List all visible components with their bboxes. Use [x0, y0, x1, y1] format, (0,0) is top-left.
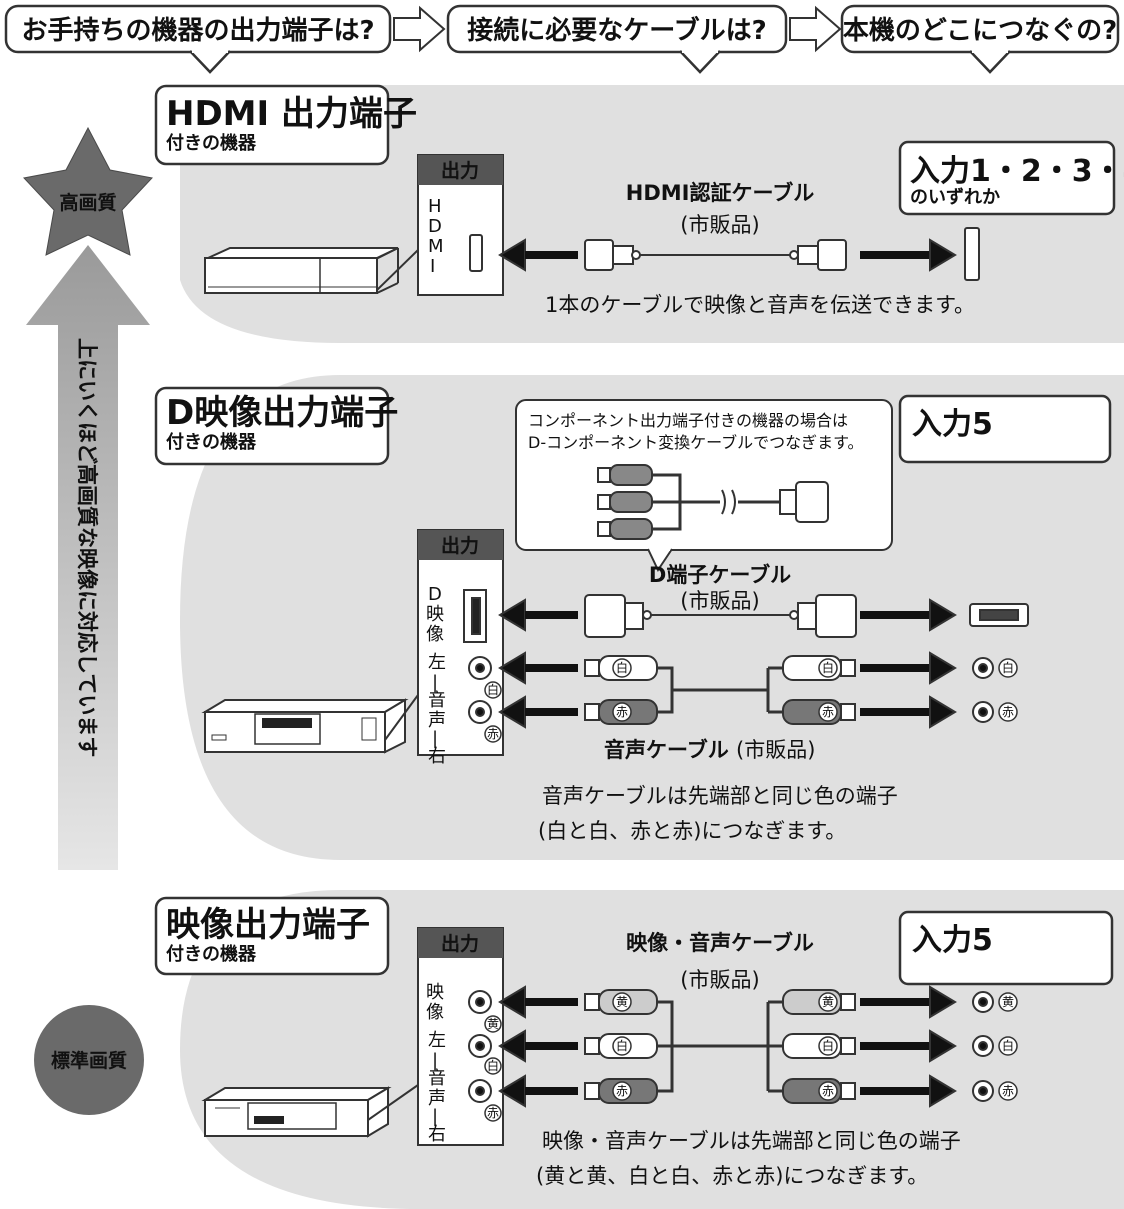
d-note-line2: (白と白、赤と赤)につなぎます。 — [538, 819, 846, 843]
component-cable-icon — [597, 464, 829, 540]
hdmi-port-icon — [469, 234, 483, 272]
av-note-line2: (黄と黄、白と白、赤と赤)につなぎます。 — [536, 1164, 928, 1188]
mark-yellow: 黄 — [616, 995, 628, 1009]
audio-cable-label: 音声ケーブル — [604, 738, 729, 762]
mark-white: 白 — [616, 660, 628, 675]
d-title: D映像出力端子 — [166, 393, 398, 433]
mark-red: 赤 — [487, 727, 499, 741]
step1-text: お手持ちの機器の出力端子は? — [21, 16, 374, 46]
hdmi-input-main: 入力1・2・3・4 — [910, 154, 1124, 189]
d-subtitle: 付きの機器 — [166, 431, 257, 453]
step3-text: 本機のどこにつなぐの? — [843, 16, 1117, 46]
mark-yellow: 黄 — [1002, 995, 1014, 1009]
d-color-marks: 白 赤 白 赤 白 赤 白 赤 — [484, 658, 1018, 743]
av-port-video-label: 映像 — [426, 982, 444, 1023]
hdmi-cable-label: HDMI認証ケーブル — [626, 181, 814, 205]
hdmi-source-device — [204, 247, 399, 294]
component-callout: コンポーネント出力端子付きの機器の場合は D-コンポーネント変換ケーブルでつなぎ… — [515, 399, 893, 573]
standard-quality-label: 標準画質 — [51, 1049, 127, 1072]
audio-cable-note: (市販品) — [736, 738, 815, 762]
mark-red: 赤 — [616, 705, 628, 719]
hdmi-input-port-icon — [964, 227, 980, 281]
high-quality-label: 高画質 — [59, 191, 116, 214]
hdmi-input-sub: のいずれか — [910, 187, 1000, 208]
mark-white: 白 — [822, 1038, 834, 1053]
hdmi-out-tag: 出力 — [441, 159, 479, 182]
mark-yellow: 黄 — [822, 995, 834, 1009]
hdmi-cable-note: (市販品) — [680, 213, 759, 237]
d-out-tag: 出力 — [441, 534, 479, 557]
mark-white: 白 — [616, 1038, 628, 1053]
step2-text: 接続に必要なケーブルは? — [467, 15, 767, 46]
step2-bubble: 接続に必要なケーブルは? — [446, 4, 788, 74]
mark-yellow: 黄 — [487, 1017, 499, 1031]
mark-white: 白 — [1002, 660, 1014, 675]
av-input-label: 入力5 — [912, 923, 993, 958]
av-note-line1: 映像・音声ケーブルは先端部と同じ色の端子 — [542, 1129, 961, 1153]
hdmi-note: 1本のケーブルで映像と音声を伝送できます。 — [545, 293, 975, 317]
mark-red: 赤 — [1002, 1084, 1014, 1098]
callout-line1: コンポーネント出力端子付きの機器の場合は — [528, 411, 848, 430]
av-port-audio-label: 左|音声|右 — [428, 1030, 446, 1145]
d-note-line1: 音声ケーブルは先端部と同じ色の端子 — [542, 784, 898, 808]
d-cable-icon — [498, 594, 1029, 638]
av-source-device — [201, 1086, 392, 1138]
hdmi-subtitle: 付きの機器 — [166, 132, 257, 154]
d-port-icon — [463, 589, 487, 643]
d-audio-cable-icon — [498, 651, 994, 729]
step3-bubble: 本機のどこにつなぐの? — [840, 4, 1120, 74]
av-subtitle: 付きの機器 — [166, 943, 257, 965]
d-cable-note: (市販品) — [680, 589, 759, 613]
quality-up-arrow — [26, 245, 150, 870]
mark-white: 白 — [487, 682, 499, 697]
star-badge-icon — [23, 126, 153, 256]
av-out-tag: 出力 — [441, 932, 479, 955]
mark-red: 赤 — [822, 1084, 834, 1098]
d-cable-label: D端子ケーブル — [649, 563, 791, 587]
chevron-arrow-icon — [393, 5, 446, 53]
av-color-marks: 黄 白 赤 黄 白 赤 黄 白 赤 黄 白 赤 — [484, 992, 1018, 1122]
av-title: 映像出力端子 — [166, 905, 370, 945]
d-source-device — [201, 698, 409, 754]
callout-line2: D-コンポーネント変換ケーブルでつなぎます。 — [528, 433, 864, 452]
hdmi-cable-icon — [498, 238, 957, 272]
mark-white: 白 — [1002, 1038, 1014, 1053]
d-port-audio-label: 左|音声|右 — [428, 652, 446, 767]
rca-port-icon — [468, 990, 492, 1103]
mark-red: 赤 — [1002, 705, 1014, 719]
mark-white: 白 — [822, 660, 834, 675]
d-input-label: 入力5 — [912, 407, 993, 442]
step1-bubble: お手持ちの機器の出力端子は? — [4, 4, 392, 74]
quality-arrow-text: 上にいくほど高画質な映像に対応しています — [75, 338, 99, 757]
mark-red: 赤 — [487, 1106, 499, 1120]
av-cable-note: (市販品) — [680, 968, 759, 992]
mark-white: 白 — [487, 1058, 499, 1073]
standard-badge-icon — [34, 1005, 144, 1115]
hdmi-title: HDMI 出力端子 — [166, 94, 417, 134]
av-cable-label: 映像・音声ケーブル — [626, 931, 814, 955]
chevron-arrow-icon — [789, 5, 842, 53]
rca-port-icon — [468, 656, 492, 724]
mark-red: 赤 — [616, 1084, 628, 1098]
hdmi-panel — [180, 85, 1124, 343]
mark-red: 赤 — [822, 705, 834, 719]
